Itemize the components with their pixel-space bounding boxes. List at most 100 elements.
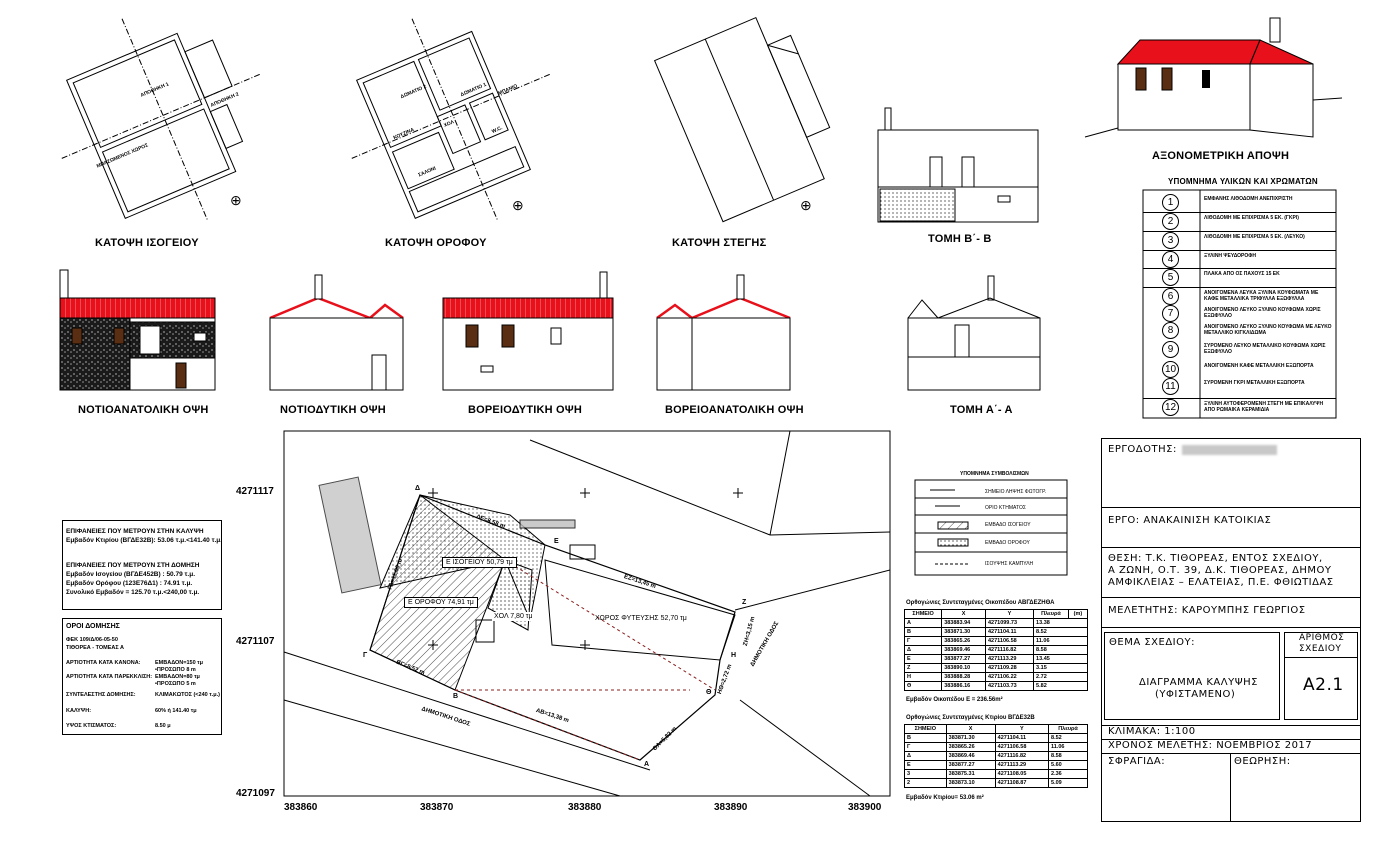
north-arrow-icon: ⊕ [800,197,812,213]
tb-number-head: ΑΡΙΘΜΟΣ ΣΧΕΔΙΟΥ [1285,633,1357,658]
areas-line-4: Εμβαδόν Ισογείου (ΒΓΔΕ452Β) : 50.79 τ.μ. [66,571,196,578]
material-number-circle: 5 [1162,269,1179,286]
terms-value: ΕΜΒΑΔΟΝ=80 τμ [155,674,200,680]
table-cell: 4271113.29 [984,654,1035,664]
y-label-2: 4271107 [236,636,275,647]
sw-elevation [269,274,404,391]
symbol-photo-point: ΣΗΜΕΙΟ ΛΗΨΗΣ ΦΩΤΟΓΡ. [985,489,1047,495]
material-row-divider [1143,250,1336,251]
ground-floor-plan [61,18,260,222]
table-cell: 4271104.11 [994,733,1050,743]
table-cell: 13.45 [1033,654,1088,664]
table-cell: 383877.27 [945,760,996,770]
table-cell: Ε [904,760,947,770]
se-elevation [59,269,216,391]
point-h: Η [731,652,737,659]
table-cell: Θ [903,681,943,691]
ne-elevation [656,274,791,391]
tb-project: ΕΡΓΟ: ΑΝΑΚΑΙΝΙΣΗ ΚΑΤΟΙΚΙΑΣ [1108,515,1272,526]
table-cell: 2.36 [1048,769,1088,779]
tb-scale: ΚΛΙΜΑΚΑ: 1:100 [1108,726,1196,737]
areas-line-6: Συνολικό Εμβαδόν = 125.70 τ.μ.<240,00 τ.… [66,589,200,596]
terms-value: 8.50 μ [155,723,171,729]
table-cell: 11.06 [1048,742,1088,752]
symbol-ground-area: ΕΜΒΑΔΟ ΙΣΟΓΕΙΟΥ [985,522,1031,528]
table-cell: 8.58 [1033,645,1088,655]
table-header-cell: Y [994,724,1050,734]
table-cell: 4271106.58 [994,742,1050,752]
table-cell: Α [903,618,943,628]
tb-location-2: Α ΖΩΝΗ, Ο.Τ. 39, Δ.Κ. ΤΙΘΟΡΕΑΣ, ΔΗΜΟΥ [1108,565,1332,576]
material-description: ΑΝΟΙΓΟΜΕΝΗ ΚΑΦΕ ΜΕΤΑΛΛΙΚΗ ΕΞΩΠΟΡΤΑ [1204,363,1314,369]
tb-theme-label: ΘΕΜΑ ΣΧΕΔΙΟΥ: [1109,637,1195,648]
tb-location-3: ΑΜΦΙΚΛΕΙΑΣ – ΕΛΑΤΕΙΑΣ, Π.Ε. ΦΘΙΩΤΙΔΑΣ [1108,577,1334,588]
material-description: ΞΥΛΙΝΗ ΑΥΤΟΦΕΡΟΜΕΝΗ ΣΤΕΓΗ ΜΕ ΕΠΙΚΑΛΥΨΗ Α… [1204,401,1324,413]
table-cell: 4271109.28 [984,663,1035,673]
point-th: Θ [706,689,712,696]
table-cell: 383871.30 [941,627,986,637]
material-number-circle: 11 [1162,378,1179,395]
tb-stamp-cell: ΣΦΡΑΓΙΔΑ: [1102,753,1231,821]
y-label-3: 4271097 [236,788,275,799]
table-cell: Γ [903,636,943,646]
terms-value-2: •ΠΡΟΣΩΠΟ 5 m [155,681,196,687]
tb-theme-box: ΘΕΜΑ ΣΧΕΔΙΟΥ: ΔΙΑΓΡΑΜΜΑ ΚΑΛΥΨΗΣ (ΥΦΙΣΤΑΜ… [1104,632,1280,720]
table-cell: 383869.46 [945,751,996,761]
symbol-plot-boundary: ΟΡΙΟ ΚΤΗΜΑΤΟΣ [985,505,1026,511]
caption-axonometric: ΑΞΟΝΟΜΕΤΡΙΚΗ ΑΠΟΨΗ [1152,150,1290,162]
material-description: ΣΥΡΟΜΕΝΗ ΓΚΡΙ ΜΕΤΑΛΛΙΚΗ ΕΞΩΠΟΡΤΑ [1204,380,1305,386]
point-a: Α [644,761,650,768]
x-label-4: 383890 [714,802,748,813]
terms-line-2: ΤΙΘΟΡΕΑ - ΤΟΜΕΑΣ Α [66,645,124,651]
caption-section-bb: ΤΟΜΗ Β΄- Β [928,233,992,245]
table-cell: Η [903,672,943,682]
material-number-circle: 7 [1162,305,1179,322]
table-cell: 4271106.22 [984,672,1035,682]
terms-line-1: ΦΕΚ 109/Δ/06-05-50 [66,637,118,643]
label-ground-area: Ε ΙΣΟΓΕΙΟΥ 50,79 τμ [442,557,517,568]
terms-key: ΣΥΝΤΕΛΕΣΤΗΣ ΔΟΜΗΣΗΣ: [66,692,136,698]
caption-roof-plan: ΚΑΤΟΨΗ ΣΤΕΓΗΣ [672,237,767,249]
materials-legend-title: ΥΠΟΜΝΗΜΑ ΥΛΙΚΩΝ ΚΑΙ ΧΡΩΜΑΤΩΝ [1168,177,1318,186]
tb-client-label: ΕΡΓΟΔΟΤΗΣ: [1108,444,1177,455]
section-bb [877,107,1039,223]
point-b: Β [453,693,459,700]
table-cell: 8.52 [1048,733,1088,743]
x-label-3: 383880 [568,802,602,813]
table-header-cell: X [941,609,986,619]
symbol-floor-area: ΕΜΒΑΔΟ ΟΡΟΦΟΥ [985,540,1030,546]
table-cell: Γ [904,742,947,752]
material-number-circle: 6 [1162,288,1179,305]
areas-line-2: Εμβαδόν Κτιρίου (ΒΓΔΕ32Β): 53.06 τ.μ.<14… [66,537,223,544]
label-hall-area: ΧΟΛ 7,80 τμ [492,612,535,621]
table-cell: 383871.30 [945,733,996,743]
caption-se-elevation: ΝΟΤΙΟΑΝΑΤΟΛΙΚΗ ΟΨΗ [78,404,209,416]
table-cell: Δ [903,645,943,655]
tb-client-row: ΕΡΓΟΔΟΤΗΣ: [1102,439,1360,508]
table-header-cell: ΣΗΜΕΙΟ [903,609,943,619]
material-number-circle: 2 [1162,213,1179,230]
label-floor-area: Ε ΟΡΟΦΟΥ 74,91 τμ [404,597,478,608]
symbols-legend-box [914,479,1068,576]
roof-plan [653,16,831,223]
terms-key: ΥΨΟΣ ΚΤΙΣΜΑΤΟΣ: [66,723,117,729]
table-cell: Δ [904,751,947,761]
tb-location-1: ΘΕΣΗ: Τ.Κ. ΤΙΘΟΡΕΑΣ, ΕΝΤΟΣ ΣΧΕΔΙΟΥ, [1108,553,1323,564]
material-number-circle: 12 [1162,399,1179,416]
material-description: ΑΝΟΙΓΟΜΕΝΟ ΛΕΥΚΟ ΞΥΛΙΝΟ ΚΟΥΦΩΜΑ ΧΩΡΙΣ ΕΞ… [1204,307,1321,319]
point-e: Ε [554,538,559,545]
material-number-circle: 3 [1162,232,1179,249]
